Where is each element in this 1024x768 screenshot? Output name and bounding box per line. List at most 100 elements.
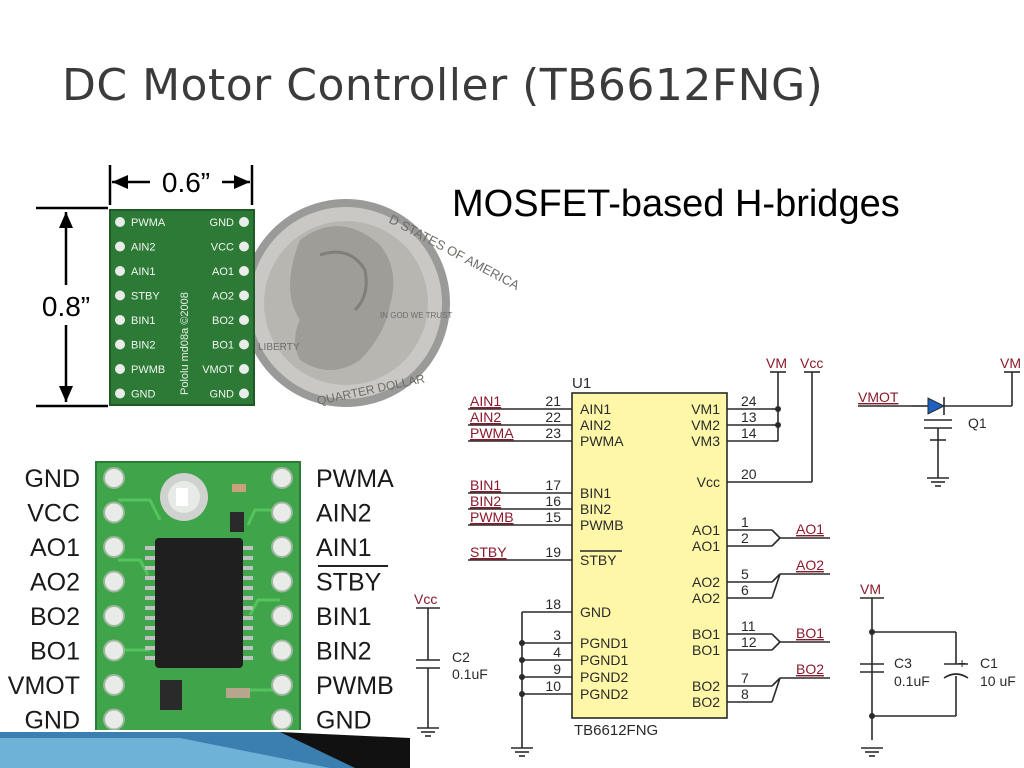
u1-pin-number: 4 bbox=[553, 644, 561, 660]
pcb-pin-hole bbox=[103, 467, 125, 489]
pcb-right-pin-label: AIN1 bbox=[316, 534, 372, 562]
u1-pin-name: AO2 bbox=[692, 590, 720, 606]
net-label-output: AO1 bbox=[796, 521, 824, 537]
slide-title: DC Motor Controller (TB6612FNG) bbox=[62, 60, 824, 111]
u1-pin-name: BIN2 bbox=[580, 501, 611, 517]
net-label-input: PWMA bbox=[470, 425, 514, 441]
quarter-coin-image: D STATES OF AMERICA QUARTER DOLLAR LIBER… bbox=[242, 199, 522, 408]
board-pin-hole bbox=[239, 217, 249, 227]
pcb-pin-hole bbox=[103, 708, 125, 731]
board-right-pin-label: GND bbox=[210, 217, 235, 229]
u1-pin-name: VM3 bbox=[691, 433, 720, 449]
junction-dot bbox=[519, 640, 525, 646]
width-label: 0.6” bbox=[162, 167, 210, 198]
board-pin-holes-right bbox=[239, 217, 249, 399]
pcb-left-pin-label: AO1 bbox=[30, 534, 80, 562]
u1-pin-number: 20 bbox=[741, 466, 757, 482]
u1-pin-number: 23 bbox=[545, 425, 561, 441]
pcb-left-pin-label: VCC bbox=[27, 500, 80, 528]
junction-dot bbox=[775, 406, 781, 412]
u1-ref-label: U1 bbox=[572, 375, 591, 392]
board-left-pin-label: BIN2 bbox=[131, 340, 155, 352]
coin-text-motto: IN GOD WE TRUST bbox=[380, 311, 452, 320]
q1-diode-symbol bbox=[927, 397, 946, 415]
junction-dot bbox=[869, 629, 875, 635]
u1-pin-number: 21 bbox=[545, 393, 561, 409]
board-pin-hole bbox=[239, 339, 249, 350]
c3-value: 0.1uF bbox=[894, 673, 930, 689]
height-label: 0.8” bbox=[42, 291, 90, 322]
pcb-right-pin-label: BIN1 bbox=[316, 603, 372, 631]
board-pin-hole bbox=[115, 290, 125, 301]
pcb-pin-hole bbox=[271, 536, 293, 558]
pcb-pin-hole bbox=[271, 708, 293, 731]
c2-value: 0.1uF bbox=[452, 666, 488, 682]
junction-dot bbox=[519, 674, 525, 680]
u1-pin-number: 17 bbox=[545, 477, 561, 493]
board-pin-hole bbox=[115, 315, 125, 325]
u1-pin-name: PGND1 bbox=[580, 652, 628, 668]
net-label-input: PWMB bbox=[470, 509, 514, 525]
pcb-closeup-image bbox=[95, 461, 301, 733]
net-label-vmot: VMOT bbox=[858, 389, 899, 405]
board-left-pin-label: AIN2 bbox=[131, 242, 155, 254]
u1-pin-name: AIN2 bbox=[580, 417, 611, 433]
u1-pin-name: AO1 bbox=[692, 522, 720, 538]
c1-value: 10 uF bbox=[980, 673, 1016, 689]
u1-pin-name: AO1 bbox=[692, 538, 720, 554]
u1-pin-name: AO2 bbox=[692, 574, 720, 590]
u1-pin-name: BO1 bbox=[692, 626, 720, 642]
board-pin-hole bbox=[239, 266, 249, 276]
u1-pin-name: PGND2 bbox=[580, 686, 628, 702]
u1-pin-name: GND bbox=[580, 604, 611, 620]
pcb-pin-hole bbox=[271, 570, 293, 593]
u1-pin-number: 3 bbox=[553, 627, 561, 643]
board-pin-hole bbox=[115, 388, 125, 399]
u1-pin-number: 22 bbox=[545, 409, 561, 425]
dimension-width bbox=[108, 165, 254, 205]
board-pin-hole bbox=[239, 315, 249, 325]
pcb-left-pin-label: AO2 bbox=[30, 569, 80, 597]
board-right-pin-label: AO2 bbox=[212, 291, 234, 303]
board-left-pin-label: STBY bbox=[131, 291, 160, 303]
board-pin-hole bbox=[239, 388, 249, 399]
u1-pin-number: 1 bbox=[741, 514, 749, 530]
u1-pin-name: STBY bbox=[580, 552, 617, 568]
pcb-right-pin-label: AIN2 bbox=[316, 500, 372, 528]
u1-pin-number: 2 bbox=[741, 530, 749, 546]
u1-pin-number: 11 bbox=[741, 618, 756, 634]
u1-pin-name: PGND1 bbox=[580, 635, 628, 651]
u1-pin-number: 9 bbox=[553, 661, 561, 677]
u1-pin-number: 8 bbox=[741, 686, 749, 702]
u1-pin-number: 24 bbox=[741, 393, 757, 409]
board-pin-hole bbox=[239, 364, 249, 374]
pcb-left-pin-label: GND bbox=[24, 465, 80, 493]
c2-ref: C2 bbox=[452, 649, 470, 665]
net-label-input: BIN2 bbox=[470, 493, 501, 509]
u1-chip-body bbox=[571, 392, 728, 719]
u1-pin-number: 12 bbox=[741, 634, 757, 650]
u1-pin-number: 18 bbox=[545, 596, 561, 612]
u1-pin-number: 7 bbox=[741, 670, 749, 686]
pcb-pin-hole bbox=[271, 467, 293, 489]
pcb-pin-hole bbox=[103, 674, 125, 696]
u1-pin-number: 13 bbox=[741, 409, 757, 425]
board-pin-hole bbox=[239, 241, 249, 252]
power-label-vcc: Vcc bbox=[800, 355, 823, 371]
board-left-pin-label: GND bbox=[131, 389, 156, 401]
u1-pin-name: BO2 bbox=[692, 678, 720, 694]
u1-pin-name: PGND2 bbox=[580, 669, 628, 685]
board-pin-hole bbox=[115, 266, 125, 276]
c1-ref: C1 bbox=[980, 655, 998, 671]
pcb-pin-hole bbox=[103, 536, 125, 558]
pcb-pin-holes-right bbox=[271, 467, 293, 731]
pcb-pin-hole bbox=[271, 674, 293, 696]
c3-ref: C3 bbox=[894, 655, 912, 671]
u1-pin-number: 10 bbox=[545, 678, 561, 694]
u1-pin-number: 16 bbox=[545, 493, 561, 509]
junction-dot bbox=[519, 657, 525, 663]
pcb-left-pin-label: BO2 bbox=[30, 603, 80, 631]
